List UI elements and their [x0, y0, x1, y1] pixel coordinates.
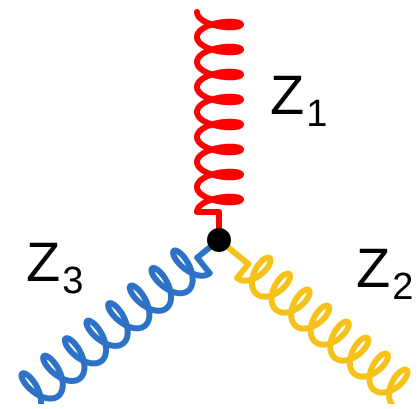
label-z1-base: Z — [270, 63, 304, 126]
coil-z3 — [18, 237, 222, 409]
label-z2-base: Z — [356, 236, 390, 299]
branch-z2 — [216, 237, 411, 409]
center-node — [207, 228, 231, 252]
label-z3-sub: 3 — [62, 260, 83, 302]
label-z3: Z3 — [26, 230, 83, 302]
label-z2-sub: 2 — [392, 266, 413, 308]
branch-z3 — [18, 237, 222, 409]
label-z1-sub: 1 — [306, 93, 327, 135]
coil-z1 — [194, 9, 244, 243]
svg-text:Z3: Z3 — [26, 230, 83, 302]
svg-text:Z1: Z1 — [270, 63, 327, 135]
coil-z2 — [216, 237, 411, 409]
label-z3-base: Z — [26, 230, 60, 293]
label-z1: Z1 — [270, 63, 327, 135]
svg-text:Z2: Z2 — [356, 236, 413, 308]
branch-z1 — [194, 9, 244, 243]
label-z2: Z2 — [356, 236, 413, 308]
